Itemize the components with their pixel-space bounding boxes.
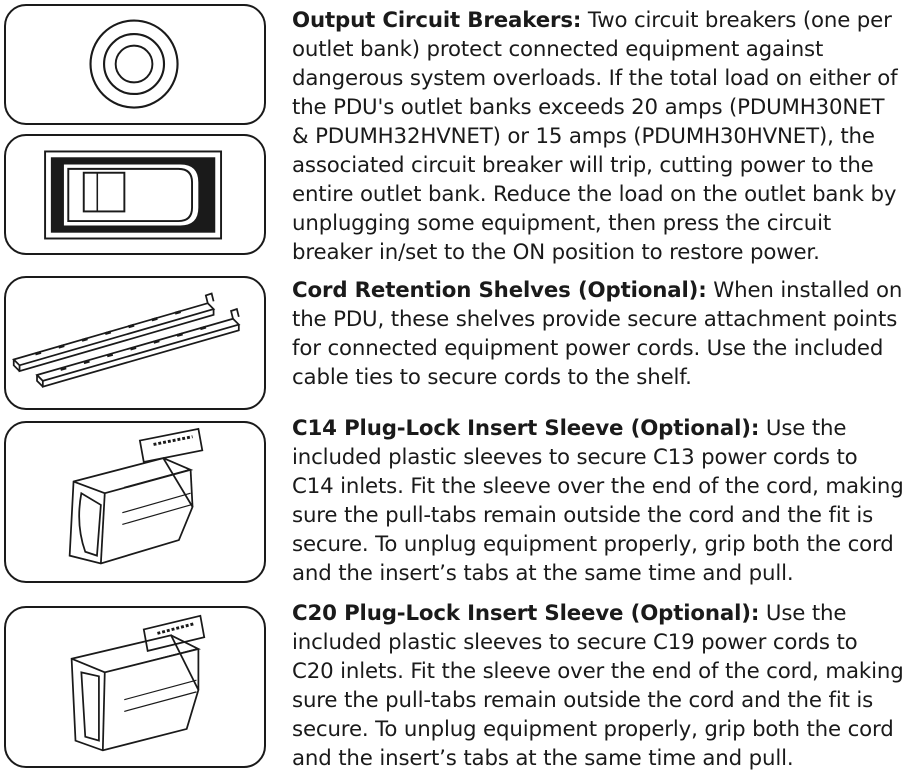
section-title: Output Circuit Breakers: [292, 8, 582, 33]
c20-plug-lock-sleeve-icon [4, 606, 266, 768]
rocker-circuit-breaker-icon [4, 134, 266, 255]
section-body: Two circuit breakers (one per outlet ban… [292, 8, 898, 265]
section-title: C20 Plug-Lock Insert Sleeve (Optional): [292, 601, 760, 626]
section-cord-retention-shelves: Cord Retention Shelves (Optional): When … [292, 276, 904, 392]
section-body: Use the included plastic sleeves to secu… [292, 601, 904, 771]
section-c20-plug-lock-sleeve: C20 Plug-Lock Insert Sleeve (Optional): … [292, 599, 904, 773]
round-circuit-breaker-icon [4, 4, 266, 125]
section-body: When installed on the PDU, these shelves… [292, 278, 903, 390]
section-body: Use the included plastic sleeves to secu… [292, 416, 904, 586]
section-title: C14 Plug-Lock Insert Sleeve (Optional): [292, 416, 760, 441]
section-c14-plug-lock-sleeve: C14 Plug-Lock Insert Sleeve (Optional): … [292, 414, 904, 588]
cord-retention-shelves-icon [4, 276, 266, 410]
section-title: Cord Retention Shelves (Optional): [292, 278, 707, 303]
c14-plug-lock-sleeve-icon [4, 421, 266, 583]
section-output-circuit-breakers: Output Circuit Breakers: Two circuit bre… [292, 6, 904, 267]
